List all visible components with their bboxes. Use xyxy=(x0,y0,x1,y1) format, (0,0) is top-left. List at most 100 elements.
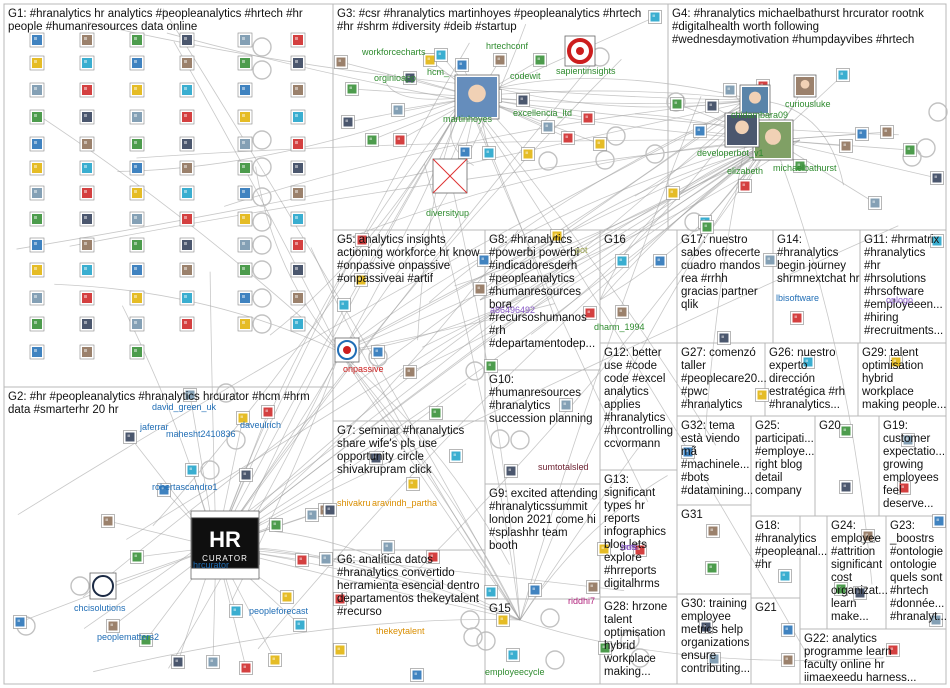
portrait-tile[interactable] xyxy=(861,529,875,543)
photo-tile[interactable] xyxy=(723,83,737,97)
portrait-tile[interactable] xyxy=(781,653,795,667)
logo-tile[interactable] xyxy=(705,561,719,575)
photo-tile[interactable] xyxy=(129,316,145,332)
brand-tile[interactable] xyxy=(477,253,491,267)
photo-tile[interactable] xyxy=(129,109,145,125)
brand-tile[interactable] xyxy=(653,254,667,268)
red-badge-tile[interactable] xyxy=(179,109,195,125)
portrait-tile[interactable] xyxy=(79,32,95,48)
logo-tile-dark[interactable] xyxy=(290,55,306,71)
yellow-tile[interactable] xyxy=(129,290,145,306)
photo-tile[interactable] xyxy=(206,655,220,669)
logo-tile[interactable] xyxy=(130,550,144,564)
yellow-tile[interactable] xyxy=(237,211,253,227)
yellow-tile[interactable] xyxy=(354,273,368,287)
brand-tile[interactable] xyxy=(129,160,145,176)
red-badge-tile[interactable] xyxy=(295,553,309,567)
brand-tile[interactable] xyxy=(237,290,253,306)
logo-tile-dark[interactable] xyxy=(705,99,719,113)
logo-tile-dark[interactable] xyxy=(179,136,195,152)
photo-tile[interactable] xyxy=(763,253,777,267)
logo-tile[interactable] xyxy=(129,344,145,360)
brand-tile[interactable] xyxy=(693,124,707,138)
red-badge-tile[interactable] xyxy=(583,306,597,320)
logo-tile[interactable] xyxy=(29,109,45,125)
yellow-tile[interactable] xyxy=(236,411,250,425)
hub-node[interactable] xyxy=(793,74,817,98)
portrait-tile[interactable] xyxy=(290,290,306,306)
logo-tile[interactable] xyxy=(345,82,359,96)
yellow-tile[interactable] xyxy=(129,185,145,201)
logo-tile[interactable] xyxy=(598,641,612,655)
brand-tile[interactable] xyxy=(371,345,385,359)
brand-tile[interactable] xyxy=(29,237,45,253)
cyan-tile[interactable] xyxy=(484,585,498,599)
logo-tile[interactable] xyxy=(700,220,714,234)
yellow-tile[interactable] xyxy=(593,137,607,151)
photo-tile[interactable] xyxy=(929,613,943,627)
photo-tile[interactable] xyxy=(319,552,333,566)
hub-node[interactable] xyxy=(432,158,468,194)
logo-tile[interactable] xyxy=(533,53,547,67)
yellow-tile[interactable] xyxy=(280,590,294,604)
red-badge-tile[interactable] xyxy=(426,550,440,564)
logo-tile-dark[interactable] xyxy=(930,171,944,185)
red-badge-tile[interactable] xyxy=(290,32,306,48)
logo-tile[interactable] xyxy=(29,211,45,227)
photo-tile[interactable] xyxy=(237,237,253,253)
cyan-tile[interactable] xyxy=(449,449,463,463)
red-badge-tile[interactable] xyxy=(79,82,95,98)
logo-tile[interactable] xyxy=(839,424,853,438)
logo-tile[interactable] xyxy=(834,582,848,596)
portrait-tile[interactable] xyxy=(403,365,417,379)
portrait-tile[interactable] xyxy=(79,136,95,152)
photo-tile[interactable] xyxy=(129,211,145,227)
portrait-tile[interactable] xyxy=(880,125,894,139)
logo-tile-dark[interactable] xyxy=(179,32,195,48)
portrait-tile[interactable] xyxy=(179,160,195,176)
cyan-tile[interactable] xyxy=(79,262,95,278)
red-badge-tile[interactable] xyxy=(581,111,595,125)
portrait-tile[interactable] xyxy=(290,82,306,98)
brand-tile[interactable] xyxy=(129,55,145,71)
portrait-tile[interactable] xyxy=(179,262,195,278)
logo-tile[interactable] xyxy=(129,32,145,48)
cyan-tile[interactable] xyxy=(185,463,199,477)
logo-tile-dark[interactable] xyxy=(290,160,306,176)
photo-tile[interactable] xyxy=(901,433,915,447)
brand-tile[interactable] xyxy=(29,344,45,360)
red-badge-tile[interactable] xyxy=(290,136,306,152)
portrait-tile[interactable] xyxy=(473,282,487,296)
red-badge-tile[interactable] xyxy=(179,316,195,332)
photo-tile[interactable] xyxy=(29,82,45,98)
photo-tile[interactable] xyxy=(183,388,197,402)
portrait-tile[interactable] xyxy=(493,53,507,67)
portrait-tile[interactable] xyxy=(79,344,95,360)
logo-tile[interactable] xyxy=(29,316,45,332)
yellow-tile[interactable] xyxy=(550,229,564,243)
red-badge-tile[interactable] xyxy=(738,179,752,193)
brand-tile[interactable] xyxy=(237,185,253,201)
yellow-tile[interactable] xyxy=(29,55,45,71)
cyan-tile[interactable] xyxy=(615,254,629,268)
yellow-tile[interactable] xyxy=(268,653,282,667)
photo-tile[interactable] xyxy=(559,398,573,412)
photo-tile[interactable] xyxy=(237,32,253,48)
brand-tile[interactable] xyxy=(410,668,424,682)
cyan-tile[interactable] xyxy=(79,55,95,71)
yellow-tile[interactable] xyxy=(666,186,680,200)
logo-tile-dark[interactable] xyxy=(179,237,195,253)
portrait-tile[interactable] xyxy=(334,55,348,69)
hub-node[interactable] xyxy=(454,74,500,120)
portrait-tile[interactable] xyxy=(179,55,195,71)
red-badge-tile[interactable] xyxy=(897,481,911,495)
logo-tile[interactable] xyxy=(269,518,283,532)
logo-tile-dark[interactable] xyxy=(323,503,337,517)
hub-node[interactable] xyxy=(334,337,360,363)
logo-tile-dark[interactable] xyxy=(839,480,853,494)
logo-tile-dark[interactable] xyxy=(516,93,530,107)
hub-node[interactable] xyxy=(752,119,794,161)
yellow-tile[interactable] xyxy=(237,316,253,332)
logo-tile[interactable] xyxy=(237,160,253,176)
photo-tile[interactable] xyxy=(381,540,395,554)
